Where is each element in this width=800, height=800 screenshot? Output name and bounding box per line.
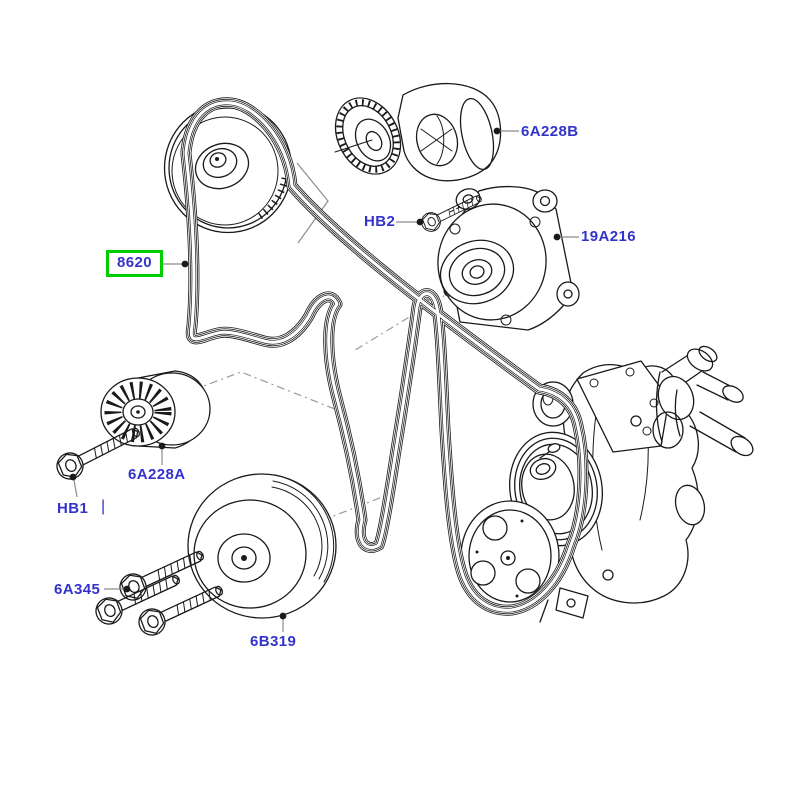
part-label-19a216[interactable]: 19A216 <box>581 228 636 245</box>
part-label-6a228b[interactable]: 6A228B <box>521 123 579 140</box>
part-label-6a345[interactable]: 6A345 <box>54 581 101 598</box>
belt-tensioner-drawing <box>334 82 502 182</box>
engine-assembly-drawing <box>460 345 754 623</box>
idler-pulley-6a228a-drawing <box>100 370 211 449</box>
crankshaft-pulley-6b319-drawing <box>187 473 337 619</box>
part-label-hb1[interactable]: HB1 <box>57 500 89 517</box>
part-label-6a228a[interactable]: 6A228A <box>128 466 186 483</box>
top-left-pulley-drawing <box>163 102 293 234</box>
text-cursor: | <box>101 498 106 515</box>
leader-lines <box>69 127 579 632</box>
part-label-8620[interactable]: 8620 <box>117 254 152 271</box>
highlighted-part-box-8620[interactable]: 8620 <box>106 250 163 277</box>
part-label-hb2[interactable]: HB2 <box>364 213 396 230</box>
part-label-6b319[interactable]: 6B319 <box>250 633 297 650</box>
pulley-bracket-19a216-drawing <box>437 185 580 331</box>
